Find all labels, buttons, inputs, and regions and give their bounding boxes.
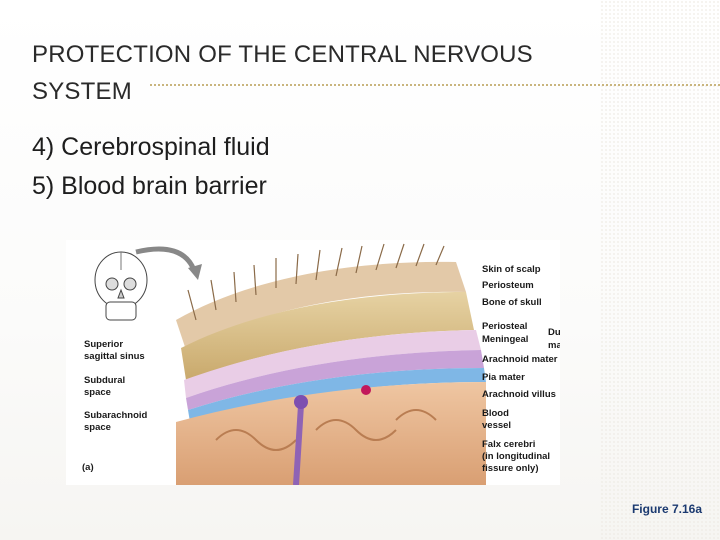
label-subarach-1: Subarachnoid (84, 410, 148, 421)
label-vessel-1: Blood (482, 408, 509, 419)
label-pia: Pia mater (482, 372, 525, 383)
label-sinus-2: sagittal sinus (84, 351, 145, 362)
meninges-diagram: Skin of scalp Periosteum Bone of skull P… (82, 243, 560, 485)
label-arachnoid: Arachnoid mater (482, 354, 558, 365)
bullet-item: 5) Blood brain barrier (32, 172, 267, 200)
panel-letter: (a) (82, 462, 94, 473)
background-texture (600, 0, 720, 540)
figure-caption: Figure 7.16a (631, 502, 702, 516)
bullet-item: 4) Cerebrospinal fluid (32, 133, 270, 161)
label-meningeal: Meningeal (482, 334, 528, 345)
label-falx-1: Falx cerebri (482, 439, 535, 450)
slide-title-line-1: PROTECTION OF THE CENTRAL NERVOUS (32, 41, 533, 68)
label-vessel-2: vessel (482, 420, 511, 431)
label-dura-2: mater (548, 340, 560, 351)
right-labels: Skin of scalp Periosteum Bone of skull P… (482, 264, 560, 474)
skull-icon (94, 251, 148, 321)
label-subdural-2: space (84, 387, 111, 398)
arrow-icon (135, 246, 197, 272)
bullet-list: 4) Cerebrospinal fluid 5) Blood brain ba… (32, 128, 270, 206)
label-sinus-1: Superior (84, 339, 123, 350)
slide-title: PROTECTION OF THE CENTRAL NERVOUS SYSTEM (32, 36, 632, 110)
slide-title-line-2: SYSTEM (32, 78, 132, 105)
label-subdural-1: Subdural (84, 375, 125, 386)
label-subarach-2: space (84, 422, 111, 433)
label-skin: Skin of scalp (482, 264, 541, 275)
label-bone: Bone of skull (482, 297, 542, 308)
label-falx-2: (in longitudinal (482, 451, 550, 462)
label-periosteum: Periosteum (482, 280, 534, 291)
label-falx-3: fissure only) (482, 463, 539, 474)
title-divider (150, 84, 720, 86)
meninges-figure: Skin of scalp Periosteum Bone of skull P… (66, 240, 560, 485)
label-dura-1: Dura (548, 327, 560, 338)
left-labels: Superior sagittal sinus Subdural space S… (82, 339, 148, 473)
label-villus: Arachnoid villus (482, 389, 556, 400)
label-periosteal: Periosteal (482, 321, 527, 332)
